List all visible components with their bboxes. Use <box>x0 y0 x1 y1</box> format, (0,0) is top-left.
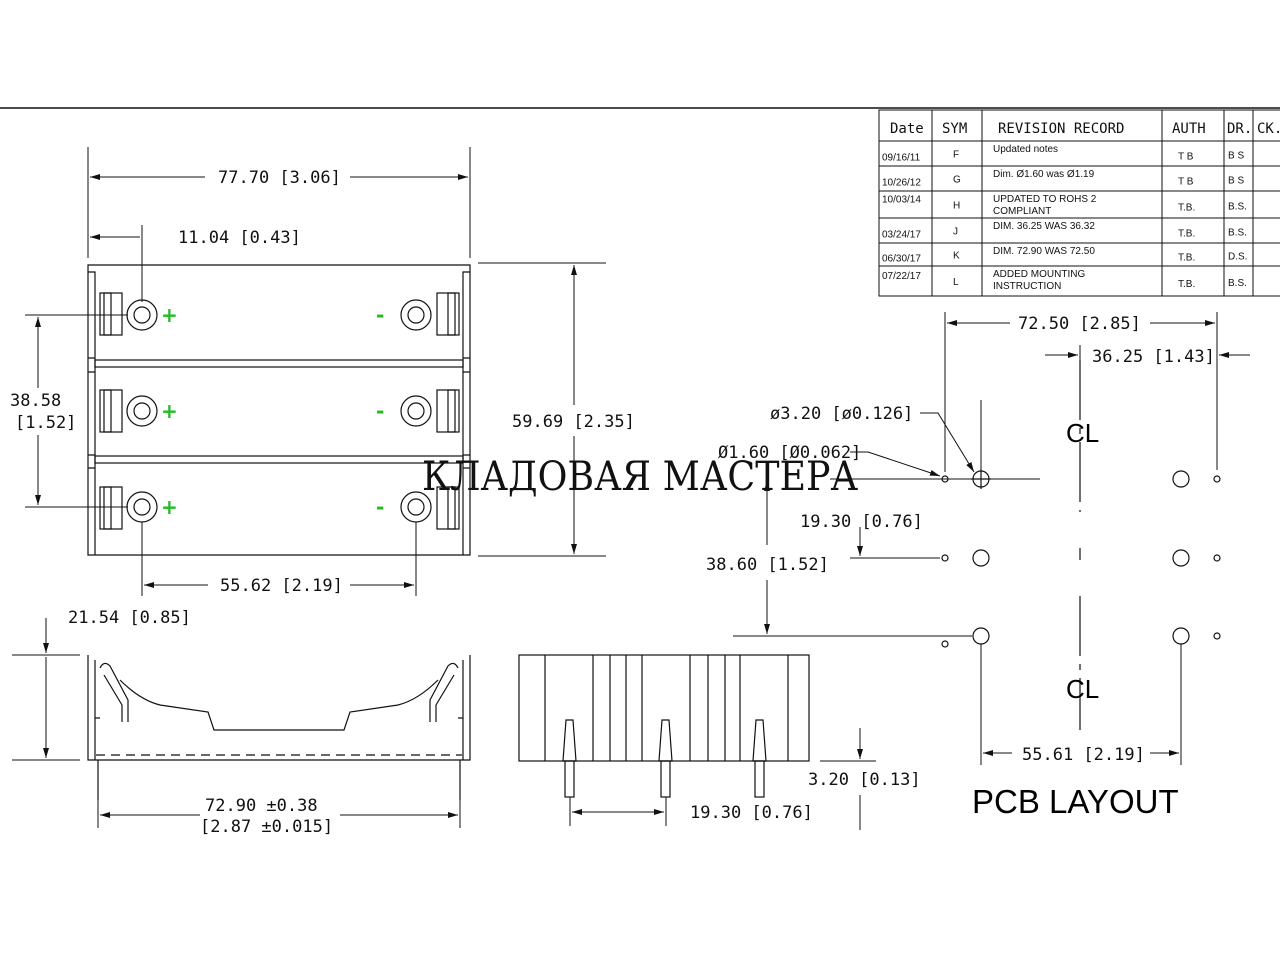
rev-header-auth: AUTH <box>1172 121 1206 137</box>
dim-contact-span: 55.62 [2.19] <box>220 576 343 596</box>
top-view-dimensions <box>25 147 606 596</box>
dim-pin-pitch: 19.30 [0.76] <box>690 803 813 823</box>
revision-table-rows: 09/16/11 F Updated notes T B B S 10/26/12 G Dim… <box>882 144 1247 292</box>
rev-cell-auth: T.B. <box>1178 203 1195 214</box>
revision-table <box>878 109 1280 297</box>
plus-mark-2: + <box>161 399 178 423</box>
watermark-text: КЛАДОВАЯ МАСТЕРА <box>422 454 858 500</box>
rev-cell-record: Updated notes <box>993 144 1058 155</box>
dim-overall-width: 77.70 [3.06] <box>218 168 341 188</box>
rev-header-sym: SYM <box>942 121 967 137</box>
rev-cell-date: 09/16/11 <box>882 153 921 164</box>
rev-cell-record: UPDATED TO ROHS 2 <box>993 194 1097 205</box>
revision-table-headers: Date SYM REVISION RECORD AUTH DR. CK. <box>890 121 1280 137</box>
side-view <box>87 655 471 800</box>
rev-cell-record: DIM. 72.90 WAS 72.50 <box>993 246 1095 257</box>
rev-cell-sym: L <box>953 277 959 288</box>
pcb-dimensions <box>733 312 1250 765</box>
pcb-layout-title: PCB LAYOUT <box>972 783 1179 820</box>
dim-pin-length: 3.20 [0.13] <box>808 770 921 790</box>
end-view <box>518 654 810 798</box>
dim-spacing-line2: [1.52] <box>15 413 76 433</box>
dim-length-line2: [2.87 ±0.015] <box>200 817 333 837</box>
rev-cell-dr: B S <box>1228 176 1244 187</box>
rev-cell-record: ADDED MOUNTING <box>993 269 1085 280</box>
rev-header-record: REVISION RECORD <box>998 121 1124 137</box>
rev-cell-date: 06/30/17 <box>882 254 921 265</box>
rev-cell-dr: B.S. <box>1228 278 1247 289</box>
rev-cell-auth: T B <box>1178 152 1194 163</box>
rev-header-dr: DR. <box>1227 121 1252 137</box>
dim-hole-small: Ø1.60 [Ø0.062] <box>718 443 861 463</box>
rev-cell-date: 10/03/14 <box>882 195 921 206</box>
top-view <box>87 264 471 556</box>
rev-cell-date: 07/22/17 <box>882 271 921 282</box>
dim-spacing-line1: 38.58 <box>10 391 61 411</box>
rev-cell-sym: F <box>953 150 959 161</box>
end-view-dimensions <box>569 728 876 830</box>
rev-header-ck: CK. <box>1257 121 1280 137</box>
cl-symbol-bottom: CL <box>1066 674 1099 704</box>
rev-cell-record: INSTRUCTION <box>993 281 1061 292</box>
cl-symbol-top: CL <box>1066 418 1099 448</box>
rev-cell-dr: B.S. <box>1228 202 1247 213</box>
rev-cell-date: 10/26/12 <box>882 178 921 189</box>
dim-pcb-width: 72.50 [2.85] <box>1018 314 1141 334</box>
rev-cell-record: COMPLIANT <box>993 206 1051 217</box>
plus-mark-1: + <box>161 303 178 327</box>
rev-cell-sym: G <box>953 175 961 186</box>
rev-cell-auth: T.B. <box>1178 279 1195 290</box>
minus-mark-3: - <box>376 495 384 519</box>
rev-cell-record: Dim. Ø1.60 was Ø1.19 <box>993 169 1095 180</box>
rev-cell-sym: K <box>953 251 960 262</box>
dim-hole-large: ø3.20 [ø0.126] <box>770 404 913 424</box>
polarity-marks: + + + - - - <box>161 303 384 519</box>
rev-cell-date: 03/24/17 <box>882 230 921 241</box>
rev-cell-dr: B.S. <box>1228 228 1247 239</box>
rev-cell-sym: J <box>953 227 958 238</box>
minus-mark-2: - <box>376 399 384 423</box>
rev-cell-auth: T B <box>1178 177 1194 188</box>
dim-row-span: 38.60 [1.52] <box>706 555 829 575</box>
rev-cell-sym: H <box>953 201 960 212</box>
rev-cell-dr: D.S. <box>1228 252 1247 263</box>
minus-mark-1: - <box>376 303 384 327</box>
rev-cell-dr: B S <box>1228 151 1244 162</box>
rev-cell-auth: T.B. <box>1178 253 1195 264</box>
dim-height: 59.69 [2.35] <box>512 412 635 432</box>
plus-mark-3: + <box>161 495 178 519</box>
dim-pcb-half-width: 36.25 [1.43] <box>1092 347 1215 367</box>
rev-cell-auth: T.B. <box>1178 229 1195 240</box>
dim-pcb-pitch: 19.30 [0.76] <box>800 512 923 532</box>
dim-contact-offset: 11.04 [0.43] <box>178 228 301 248</box>
dim-length-line1: 72.90 ±0.38 <box>205 796 318 816</box>
rev-header-date: Date <box>890 121 924 137</box>
side-view-dimensions <box>12 618 461 828</box>
dim-side-height: 21.54 [0.85] <box>68 608 191 628</box>
dim-pad-span: 55.61 [2.19] <box>1022 745 1145 765</box>
rev-cell-record: DIM. 36.25 WAS 36.32 <box>993 221 1095 232</box>
